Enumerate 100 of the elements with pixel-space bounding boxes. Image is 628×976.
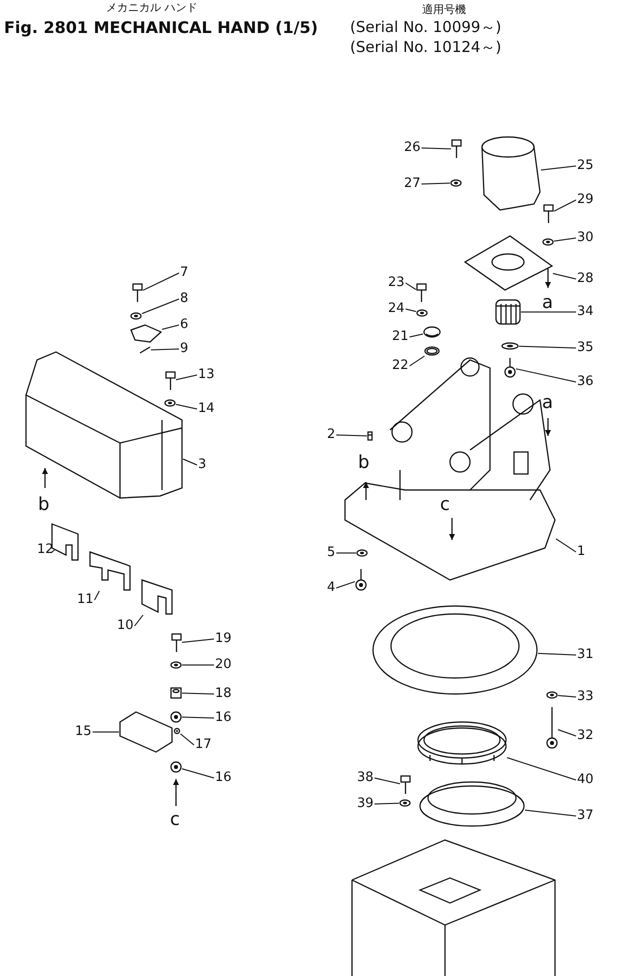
bolt-drawing	[355, 569, 367, 591]
callout-number: 14	[198, 402, 215, 416]
reference-letter: c	[170, 809, 180, 830]
callout-number: 4	[327, 581, 336, 595]
callout-number: 32	[577, 729, 594, 743]
leader-line	[150, 348, 180, 350]
reference-letter: a	[542, 392, 554, 413]
gasket-drawing	[424, 346, 440, 356]
leader-line	[142, 298, 180, 314]
leader-line	[405, 308, 416, 312]
callout-number: 1	[577, 545, 586, 559]
callout-number: 28	[577, 272, 594, 286]
reference-letter: c	[440, 494, 450, 515]
callout-number: 16	[215, 711, 232, 725]
callout-number: 27	[404, 177, 421, 191]
leader-line	[134, 614, 144, 626]
callout-number: 17	[195, 738, 212, 752]
nut-drawing	[170, 711, 182, 723]
callout-number: 13	[198, 368, 215, 382]
leader-line	[556, 538, 576, 552]
bearing-ring-drawing	[372, 605, 538, 695]
bracket-drawing	[51, 523, 79, 561]
leader-line	[516, 368, 576, 382]
leader-line	[421, 182, 450, 184]
callout-number: 16	[215, 771, 232, 785]
leader-line	[506, 757, 576, 780]
washer-drawing	[416, 309, 428, 317]
leader-line	[336, 552, 356, 554]
leader-line	[374, 778, 400, 784]
motor-drawing	[481, 136, 541, 211]
bracket-drawing	[119, 711, 173, 753]
callout-number: 21	[392, 330, 409, 344]
leader-line	[409, 334, 424, 338]
leader-line	[554, 238, 576, 242]
leader-line	[540, 166, 576, 171]
washer-drawing	[546, 691, 558, 699]
seal-ring-drawing	[417, 721, 507, 765]
leader-line	[182, 458, 198, 466]
callout-number: 35	[577, 341, 594, 355]
bolt-drawing	[504, 358, 516, 378]
callout-number: 6	[180, 318, 188, 332]
bolt-drawing	[171, 633, 182, 652]
callout-number: 38	[357, 771, 374, 785]
reference-letter: b	[358, 452, 370, 473]
callout-number: 22	[392, 359, 409, 373]
seal-ring-drawing	[419, 781, 525, 827]
figure-title: Fig. 2801 MECHANICAL HAND (1/5)	[4, 18, 318, 37]
callout-number: 37	[577, 809, 594, 823]
leader-line	[524, 810, 576, 816]
bolt-drawing	[546, 707, 558, 749]
leader-line	[405, 282, 416, 290]
leader-line	[336, 434, 368, 436]
leader-line	[421, 148, 452, 150]
leader-line	[182, 692, 214, 694]
reference-letter: b	[38, 494, 50, 515]
callout-number: 33	[577, 690, 594, 704]
leader-line	[182, 768, 214, 778]
callout-number: 12	[37, 543, 54, 557]
plate-drawing	[130, 324, 162, 343]
title-reading: メカニカル ハンド	[106, 0, 198, 15]
callout-number: 18	[215, 687, 232, 701]
leader-line	[554, 200, 576, 212]
callout-number: 8	[180, 292, 188, 306]
mounting-plate-drawing	[464, 235, 554, 291]
washer-drawing	[399, 799, 411, 807]
callout-number: 39	[357, 797, 374, 811]
callout-number: 9	[180, 342, 188, 356]
callout-number: 15	[75, 725, 92, 739]
reference-letter: a	[542, 292, 554, 313]
callout-number: 34	[577, 305, 594, 319]
nut-drawing	[170, 761, 182, 773]
leader-line	[180, 733, 194, 746]
leader-line	[50, 550, 56, 554]
callout-number: 23	[388, 276, 405, 290]
bracket-drawing	[89, 551, 131, 591]
leader-line	[552, 273, 576, 280]
applicability-heading: 適用号機	[422, 2, 466, 17]
callout-number: 10	[117, 619, 134, 633]
callout-number: 7	[180, 266, 188, 280]
leader-line	[182, 664, 214, 666]
frame-drawing	[344, 357, 556, 581]
callout-number: 26	[404, 141, 421, 155]
leader-line	[142, 272, 180, 291]
leader-line	[176, 404, 198, 410]
leader-line	[336, 581, 356, 588]
washer-drawing	[450, 179, 462, 187]
callout-number: 19	[215, 632, 232, 646]
bolt-drawing	[400, 775, 411, 794]
bolt-drawing	[543, 204, 554, 223]
callout-number: 2	[327, 428, 336, 442]
leader-line	[409, 356, 426, 366]
callout-number: 24	[388, 302, 405, 316]
bolt-drawing	[132, 283, 143, 302]
pin-drawing	[140, 346, 150, 354]
washer-drawing	[170, 661, 182, 669]
leader-line	[518, 346, 576, 348]
callout-number: 5	[327, 546, 336, 560]
washer-drawing	[542, 238, 554, 246]
leader-line	[182, 716, 214, 718]
leader-line	[162, 324, 180, 330]
